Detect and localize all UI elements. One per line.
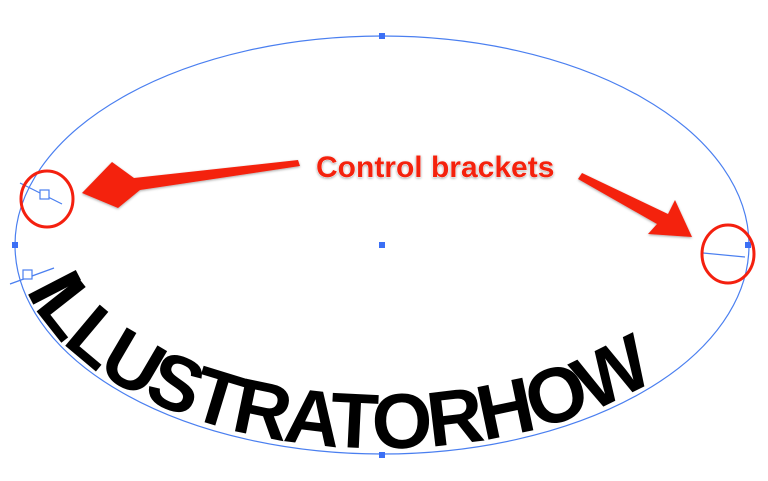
type-on-path-text[interactable]: ILLUSTRATORHOW xyxy=(11,257,668,465)
anchor-point-bottom[interactable] xyxy=(379,452,385,458)
callout-label: Control brackets xyxy=(316,151,554,184)
arrow-left-icon xyxy=(82,160,300,208)
right-control-bracket[interactable] xyxy=(702,252,746,258)
arrow-right-icon xyxy=(578,173,692,237)
center-point[interactable] xyxy=(379,242,385,248)
text-start-bracket[interactable] xyxy=(9,267,55,285)
anchor-point-top[interactable] xyxy=(379,33,385,39)
highlight-circle-left xyxy=(19,169,75,229)
highlight-circle-right xyxy=(700,223,756,285)
left-control-bracket[interactable] xyxy=(19,182,63,205)
anchor-point-left[interactable] xyxy=(12,242,18,248)
anchor-point-right[interactable] xyxy=(745,242,751,248)
